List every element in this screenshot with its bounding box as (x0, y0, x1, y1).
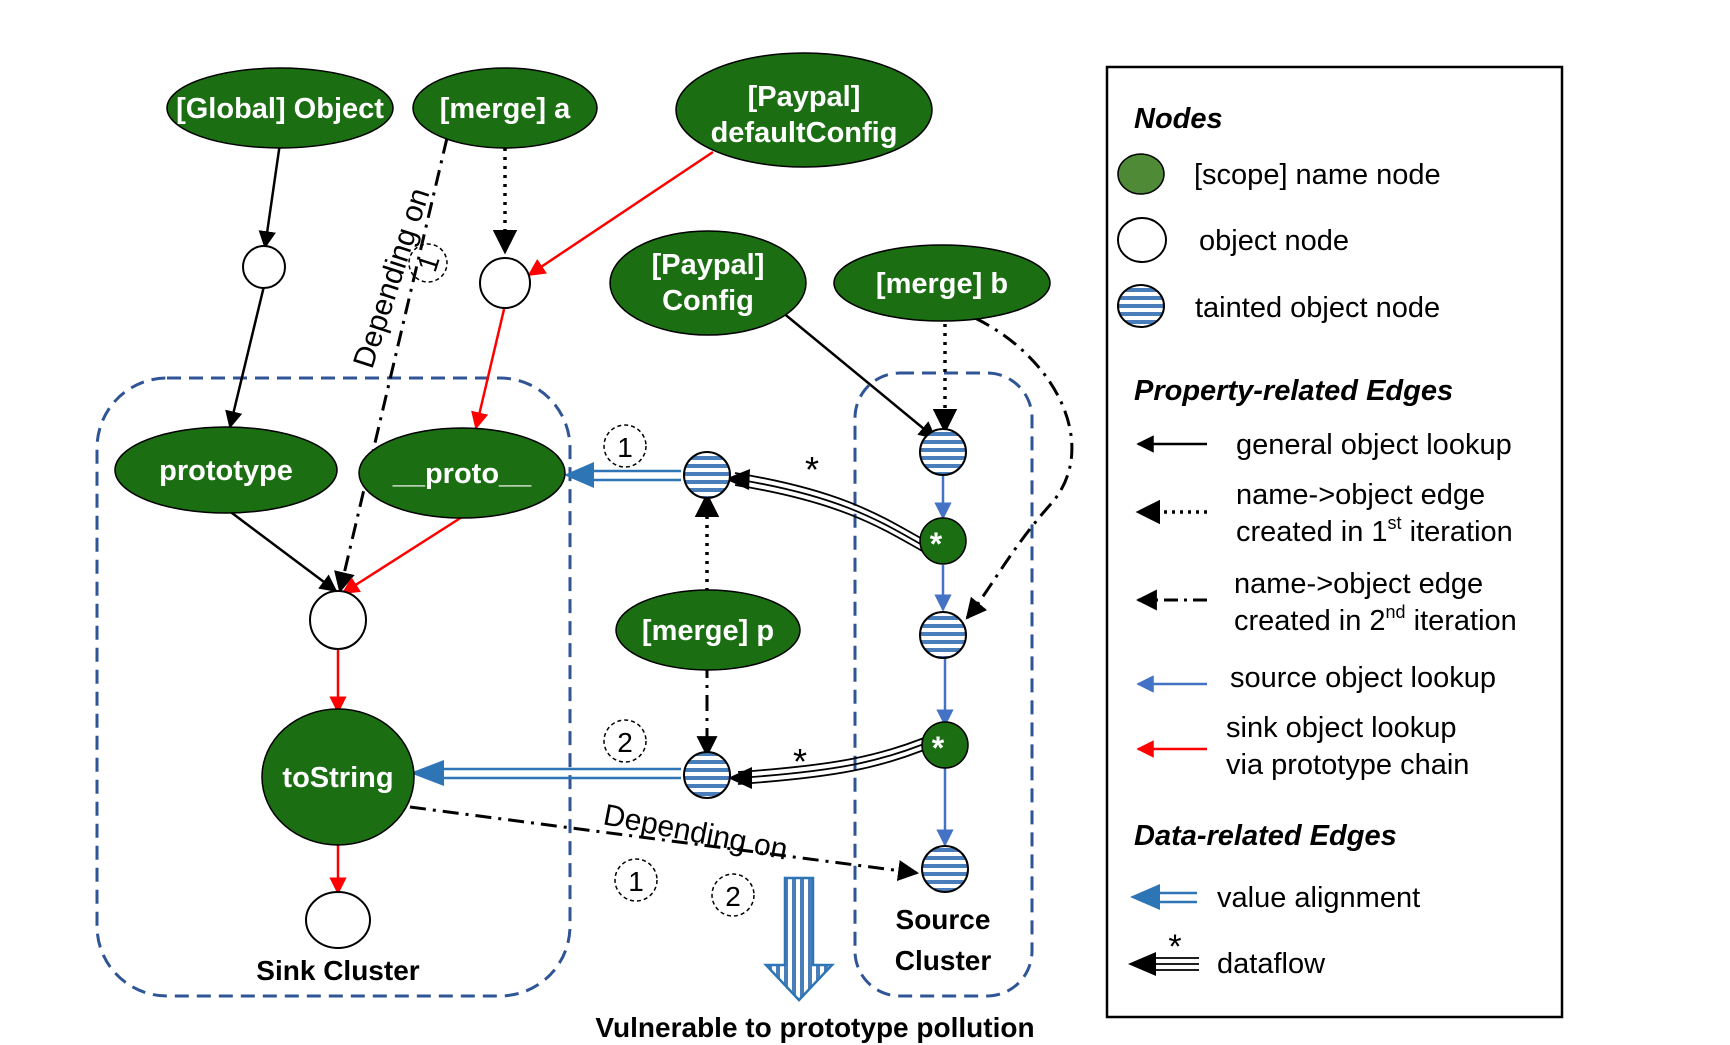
node-prototype: prototype (114, 426, 338, 514)
legend-name-obj-1-l2: created in 1st iteration (1236, 513, 1513, 548)
svg-text:2: 2 (725, 881, 741, 912)
legend-name-obj-2-l2: created in 2nd iteration (1234, 602, 1517, 637)
svg-text:toString: toString (282, 762, 393, 794)
legend-value-alignment: value alignment (1217, 882, 1420, 914)
edge-global-to-obj (258, 142, 282, 249)
legend-name-obj-1-l1: name->object edge (1236, 479, 1485, 511)
svg-text:*: * (930, 526, 943, 562)
edge-dataflow-1 (725, 469, 925, 553)
svg-text:__proto__: __proto__ (392, 458, 532, 490)
svg-text:*: * (932, 730, 945, 766)
legend-dataflow: dataflow (1217, 948, 1326, 980)
dataflow-star-2: * (793, 741, 807, 782)
legend-data-heading: Data-related Edges (1134, 820, 1397, 852)
svg-text:prototype: prototype (159, 455, 293, 487)
svg-text:*: * (1168, 928, 1181, 966)
source-cluster-label-2: Cluster (895, 945, 992, 976)
source-cluster-label-1: Source (896, 904, 991, 935)
edge-dataflow-2 (728, 737, 925, 789)
object-node-4 (305, 891, 371, 949)
vulnerable-arrow (763, 876, 835, 1002)
tainted-src-3 (921, 845, 969, 893)
svg-text:defaultConfig: defaultConfig (711, 117, 898, 149)
legend-property-heading: Property-related Edges (1134, 375, 1453, 407)
legend-sink-l1: sink object lookup (1226, 712, 1457, 744)
svg-text:[Paypal]: [Paypal] (748, 81, 861, 113)
node-merge-p: [merge] p (615, 589, 801, 671)
depending-on-label-1: Depending on (347, 184, 436, 372)
tainted-node-2 (683, 751, 731, 799)
legend-general-lookup: general object lookup (1236, 429, 1512, 461)
legend-scope-name-node: [scope] name node (1194, 159, 1441, 191)
circled-2-tostring: 2 (603, 719, 647, 763)
circled-2-bottom: 2 (711, 873, 755, 917)
tainted-src-1 (919, 428, 967, 476)
node-src-star-1: * (919, 517, 967, 565)
node-proto: __proto__ (358, 427, 566, 519)
sink-cluster-box (95, 376, 572, 998)
legend-value-align-swatch (1130, 884, 1197, 910)
legend-name-node-swatch (1117, 153, 1165, 195)
legend-name-obj-2-l1: name->object edge (1234, 568, 1483, 600)
edge-value-align-2 (410, 760, 681, 786)
edge-value-align-1 (564, 462, 681, 488)
edge-paypalconfig-to-src1 (775, 306, 937, 440)
edge-paypaldefault-to-obj (527, 150, 714, 277)
sink-cluster-label: Sink Cluster (256, 955, 419, 986)
depending-on-label-2: Depending on (601, 798, 791, 866)
edge-mergeb-to-src3 (965, 316, 1074, 620)
legend-object-node-swatch (1117, 217, 1167, 263)
edge-proto-to-obj (341, 515, 463, 595)
node-src-star-2: * (921, 721, 969, 769)
svg-text:[Global] Object: [Global] Object (176, 93, 384, 125)
object-node-1 (242, 245, 286, 289)
source-cluster-box (853, 371, 1034, 998)
svg-text:2: 2 (617, 727, 633, 758)
svg-text:1: 1 (617, 432, 633, 463)
circled-1-bottom: 1 (614, 858, 658, 902)
tainted-src-2 (919, 611, 967, 659)
node-global-object: [Global] Object (166, 67, 394, 149)
legend-tainted-swatch (1117, 284, 1165, 328)
legend-dataflow-swatch: * (1128, 928, 1199, 976)
edge-mergea-to-obj-2nd (334, 137, 449, 594)
node-paypal-defaultconfig: [Paypal] defaultConfig (675, 52, 933, 168)
legend-source-lookup: source object lookup (1230, 662, 1496, 694)
edge-prototype-to-obj (227, 509, 338, 593)
node-paypal-config: [Paypal] Config (609, 230, 807, 336)
svg-text:[merge] p: [merge] p (642, 615, 774, 647)
dataflow-star-1: * (805, 449, 819, 490)
tainted-node-1 (683, 451, 731, 499)
legend-nodes-heading: Nodes (1134, 103, 1223, 135)
svg-text:[merge] b: [merge] b (876, 268, 1008, 300)
node-merge-a: [merge] a (412, 67, 598, 149)
svg-text:[Paypal]: [Paypal] (652, 249, 765, 281)
legend: Nodes [scope] name node object node tain… (1105, 65, 1564, 1019)
vulnerable-caption: Vulnerable to prototype pollution (595, 1012, 1034, 1043)
legend-sink-l2: via prototype chain (1226, 749, 1469, 781)
node-tostring: toString (261, 708, 415, 846)
circled-1-proto: 1 (603, 424, 647, 468)
object-node-3 (309, 590, 367, 650)
edge-tostring-depending (409, 805, 920, 881)
legend-box (1105, 65, 1564, 1019)
edge-obj-to-prototype (225, 285, 266, 429)
object-node-2 (479, 257, 531, 309)
node-merge-b: [merge] b (833, 244, 1051, 322)
edge-obj-to-proto (471, 304, 507, 430)
legend-tainted-node: tainted object node (1195, 292, 1440, 324)
svg-text:Config: Config (662, 285, 754, 317)
legend-object-node: object node (1199, 225, 1349, 257)
svg-text:1: 1 (628, 866, 644, 897)
svg-text:[merge] a: [merge] a (440, 93, 571, 125)
